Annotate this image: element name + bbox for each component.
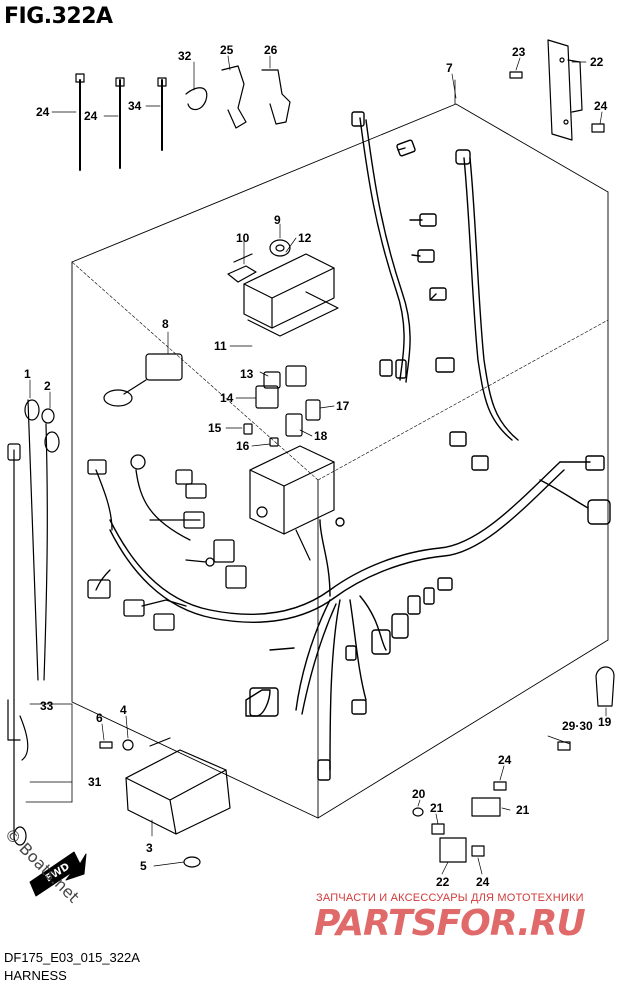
right-small-parts — [412, 666, 615, 863]
relay-8 — [103, 353, 183, 407]
callout-19: 19 — [598, 715, 612, 729]
section-name: HARNESS — [4, 968, 67, 983]
callout-2: 2 — [44, 379, 51, 393]
main-harness-lower — [109, 455, 611, 781]
callout-24a: 23 — [512, 45, 526, 59]
callout-29-30: 32 — [178, 49, 192, 63]
callout-12: 12 — [298, 231, 312, 245]
callout-25: 25 — [220, 43, 234, 57]
main-harness-upper — [351, 111, 519, 471]
callout-14: 14 — [220, 391, 234, 405]
callout-21: 21 — [430, 801, 444, 815]
shop-tagline: ЗАПЧАСТИ И АКСЕССУАРЫ ДЛЯ МОТОТЕХНИКИ — [316, 892, 584, 904]
model-code: DF175_E03_015_322A — [4, 950, 140, 965]
callout-9: 9 — [274, 213, 281, 227]
callout-20: 20 — [412, 787, 426, 801]
junction-box — [249, 445, 335, 561]
callout-11: 11 — [214, 339, 227, 353]
callout-6: 6 — [96, 711, 103, 725]
callout-22b: 22 — [436, 875, 450, 889]
callout-15: 15 — [208, 421, 222, 435]
callout-34: 34 — [128, 99, 142, 113]
callout-3: 3 — [146, 841, 153, 855]
relays-and-fuses — [243, 365, 321, 447]
left-subharness — [87, 454, 247, 631]
callout-24b: 24 — [594, 99, 608, 113]
callout-27: 24 — [84, 109, 98, 123]
leader-lines — [29, 55, 607, 875]
battery-cables — [7, 399, 73, 846]
callout-24c: 24 — [498, 753, 512, 767]
callout-26: 26 — [264, 43, 278, 57]
bracket-23 — [509, 39, 605, 141]
callout-1: 1 — [24, 367, 31, 381]
callouts: 24 24 34 32 25 26 7 23 22 24 9 10 12 8 1… — [24, 43, 612, 889]
callout-28: 24 — [36, 105, 50, 119]
callout-4: 4 — [120, 703, 127, 717]
shop-logo: PARTSFOR.RU — [314, 903, 586, 944]
callout-31: 29·30 — [562, 719, 593, 733]
callout-22a: 21 — [516, 803, 530, 817]
callout-33: 33 — [40, 699, 54, 713]
callout-10: 10 — [236, 231, 250, 245]
callout-5: 5 — [140, 859, 147, 873]
bottom-bracket-3 — [99, 737, 231, 868]
callout-32: 31 — [88, 775, 102, 789]
callout-18: 18 — [314, 429, 328, 443]
callout-8: 8 — [162, 317, 169, 331]
callout-13: 13 — [240, 367, 254, 381]
figure-title: FIG.322A — [4, 4, 113, 29]
callout-16: 16 — [236, 439, 250, 453]
callout-7: 7 — [446, 61, 453, 75]
callout-17: 17 — [336, 399, 350, 413]
fuse-box-assembly — [227, 239, 339, 337]
callout-24d: 24 — [476, 875, 490, 889]
clamps-and-ties — [75, 65, 291, 171]
callout-23: 22 — [590, 55, 604, 69]
assembly-frame — [71, 79, 609, 819]
